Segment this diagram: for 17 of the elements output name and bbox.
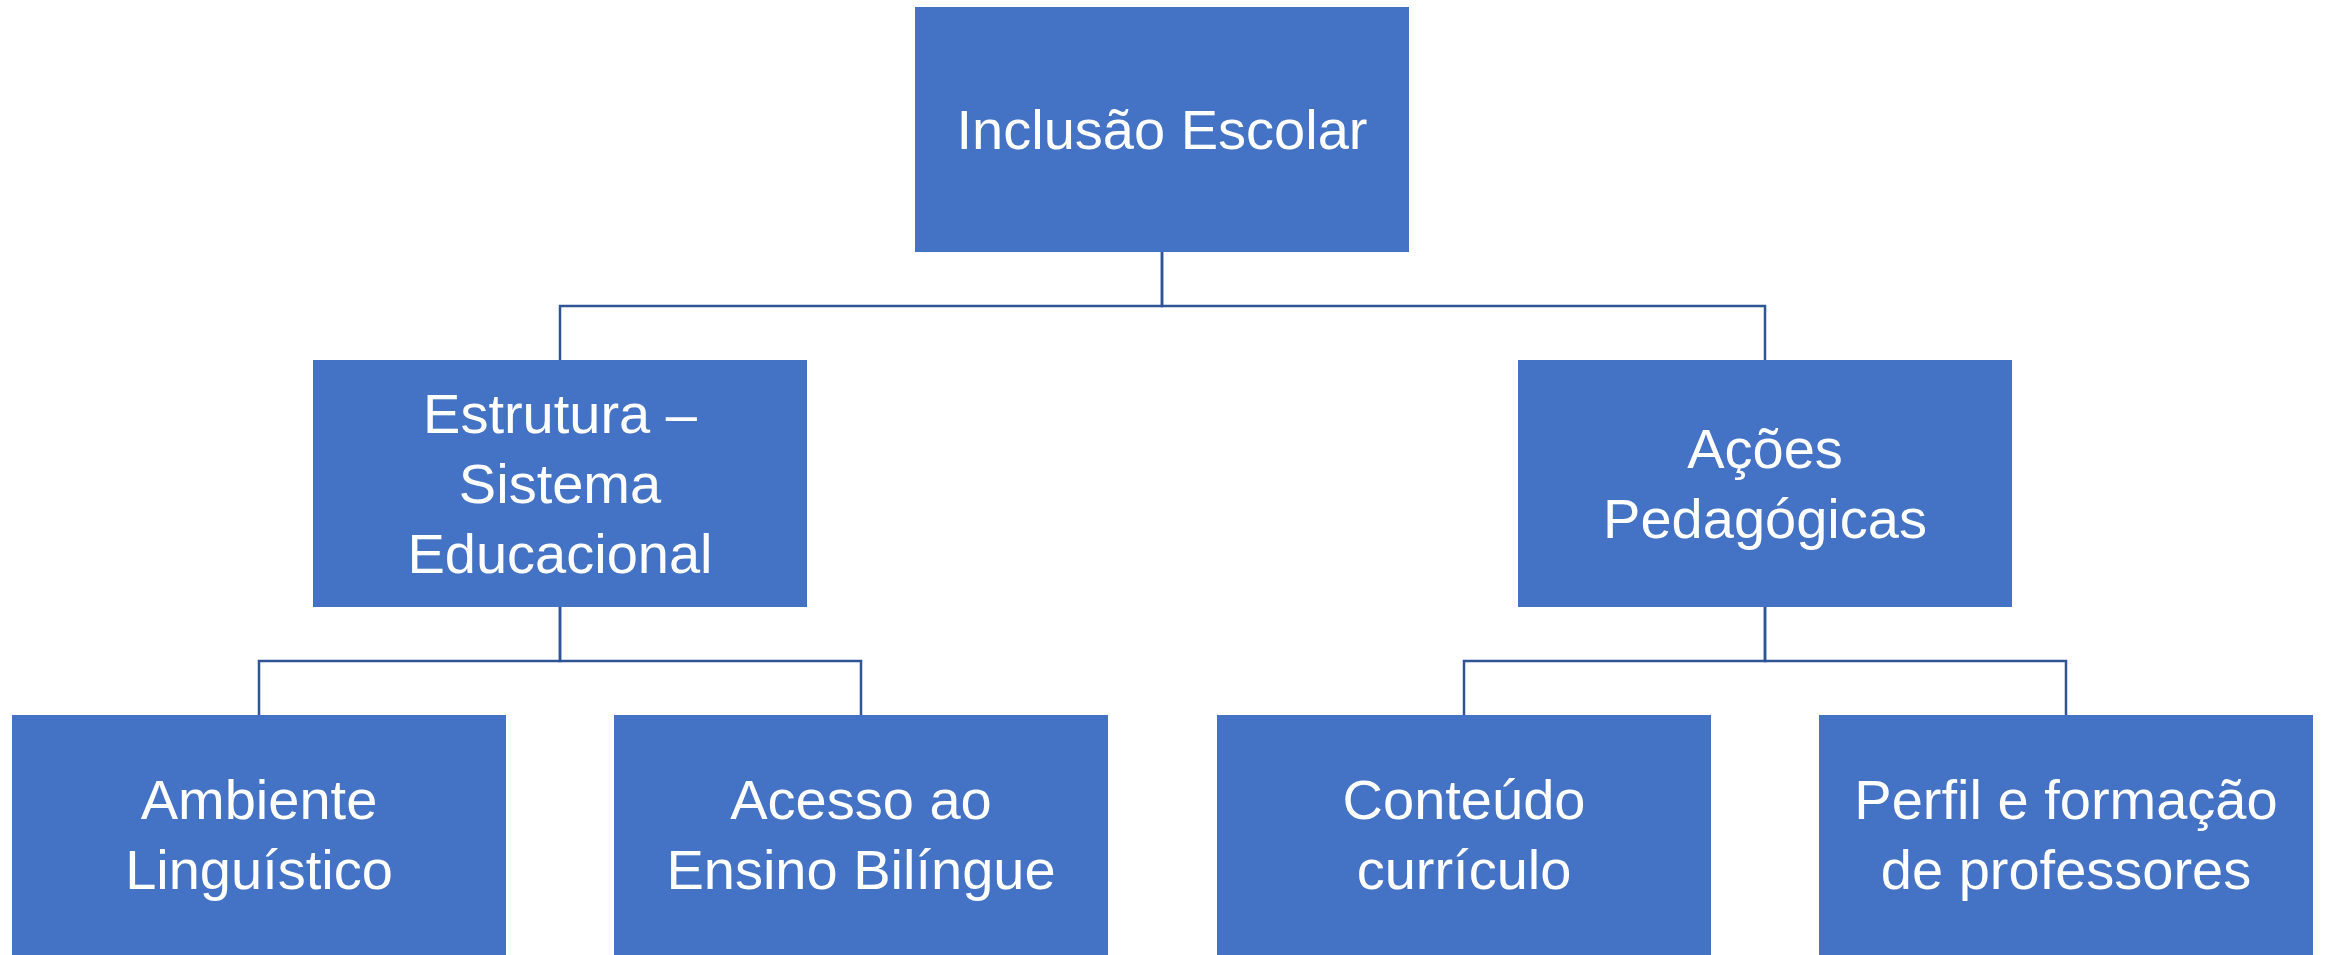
box-label: Ambiente Linguístico — [124, 767, 394, 903]
process-box — [915, 7, 1409, 252]
box-label: Conteúdo currículo — [1341, 767, 1587, 903]
box-label: Estrutura – Sistema Educacional — [406, 380, 714, 587]
box-label: Acesso ao Ensino Bilíngue — [665, 767, 1057, 903]
connector-line — [1160, 252, 1767, 360]
process-box — [1819, 715, 2313, 955]
box-label: Inclusão Escolar — [956, 96, 1368, 163]
process-box — [313, 360, 807, 607]
connector-line — [1763, 607, 2068, 715]
process-box — [1518, 360, 2012, 607]
process-box — [1217, 715, 1711, 955]
box-label: Perfil e formação de professores — [1853, 767, 2279, 903]
process-box — [614, 715, 1108, 955]
process-box — [12, 715, 506, 955]
box-label: Ações Pedagógicas — [1602, 415, 1928, 552]
connector-line — [558, 607, 863, 715]
